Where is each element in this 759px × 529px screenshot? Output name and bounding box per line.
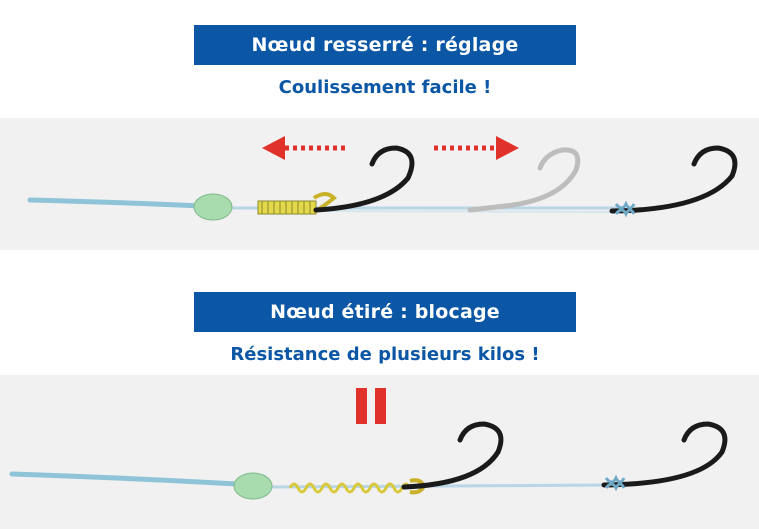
main-line xyxy=(27,197,203,209)
ghost-hook-icon xyxy=(467,147,581,213)
hook-icon-locked xyxy=(401,421,504,490)
panel-1-illustration-band xyxy=(0,118,759,250)
main-line xyxy=(9,471,239,487)
end-hook-icon xyxy=(601,421,728,492)
rig-diagram-adjusting xyxy=(27,136,738,221)
slide-left-arrow-icon xyxy=(262,136,345,160)
panel-2-title: Nœud étiré : blocage xyxy=(270,301,500,323)
slide-right-arrow-icon xyxy=(434,136,519,160)
panel-1-title-banner: Nœud resserré : réglage xyxy=(194,25,576,65)
bead-icon xyxy=(233,472,273,500)
rig-diagram-locking xyxy=(9,388,728,500)
panel-1-subtitle: Coulissement facile ! xyxy=(278,77,492,98)
end-hook-icon xyxy=(609,145,738,218)
panel-2-subtitle: Résistance de plusieurs kilos ! xyxy=(230,344,540,365)
hook-icon-sliding xyxy=(313,145,415,213)
lock-stop-icon xyxy=(356,388,386,424)
panel-2-title-banner: Nœud étiré : blocage xyxy=(194,292,576,332)
bead-icon xyxy=(193,193,233,221)
panel-1-title: Nœud resserré : réglage xyxy=(251,34,519,56)
